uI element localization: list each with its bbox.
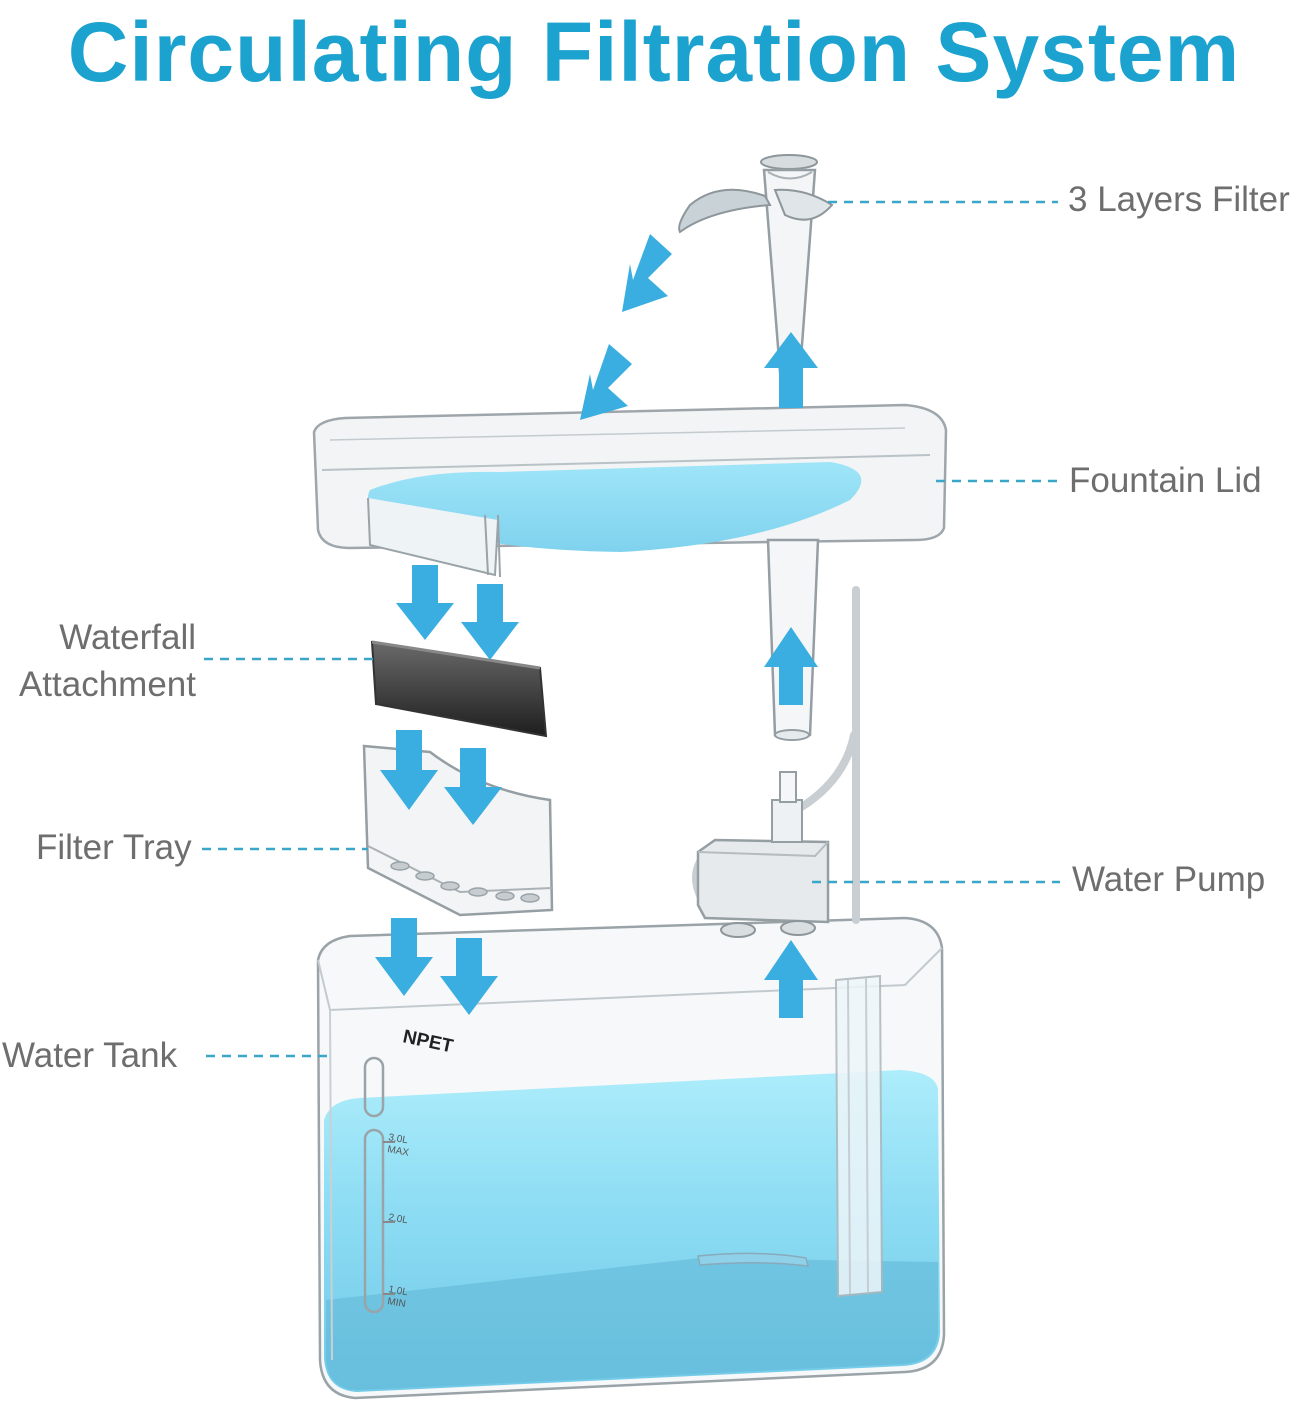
label-fountain-lid: Fountain Lid bbox=[1069, 461, 1262, 500]
mark-min: MIN bbox=[386, 1296, 406, 1310]
arrow-down-tank-right bbox=[440, 938, 498, 1015]
arrow-up-pump bbox=[764, 940, 818, 1018]
label-water-pump: Water Pump bbox=[1072, 860, 1266, 899]
mark-min-volume: 1.0L bbox=[387, 1284, 409, 1298]
tank-inner-column bbox=[834, 974, 884, 1298]
label-waterfall-line2: Attachment bbox=[18, 665, 196, 704]
water-pump bbox=[692, 586, 860, 938]
arrow-down-2 bbox=[580, 344, 632, 420]
tank-level-window bbox=[363, 1056, 385, 1118]
leader-lines bbox=[202, 200, 1060, 1058]
mark-max: MAX bbox=[386, 1144, 410, 1159]
arrow-down-tray-right bbox=[444, 748, 502, 825]
arrow-down-tray-left bbox=[380, 730, 438, 810]
label-3-layers-filter: 3 Layers Filter bbox=[1068, 180, 1290, 219]
arrow-down-tank-left bbox=[375, 918, 433, 996]
flow-arrows bbox=[375, 234, 818, 1018]
arrow-down-lid-left bbox=[396, 565, 454, 640]
three-layers-filter bbox=[678, 154, 834, 374]
mark-max-volume: 3.0L bbox=[387, 1132, 409, 1146]
arrow-down-1 bbox=[622, 234, 672, 312]
filter-spout bbox=[678, 188, 772, 234]
tank-water-floor bbox=[326, 1258, 938, 1390]
mark-mid-volume: 2.0L bbox=[387, 1212, 409, 1226]
fountain-lid bbox=[312, 403, 948, 578]
water-tank bbox=[316, 916, 946, 1400]
waterfall-attachment bbox=[370, 640, 548, 738]
arrow-down-lid-right bbox=[461, 584, 519, 660]
label-waterfall-line1: Waterfall bbox=[59, 618, 196, 657]
label-filter-tray: Filter Tray bbox=[36, 828, 192, 867]
arrow-up-tube bbox=[764, 627, 818, 705]
page-title: Circulating Filtration System bbox=[67, 5, 1241, 99]
label-water-tank: Water Tank bbox=[2, 1036, 178, 1075]
arrow-up-filter bbox=[764, 332, 818, 408]
